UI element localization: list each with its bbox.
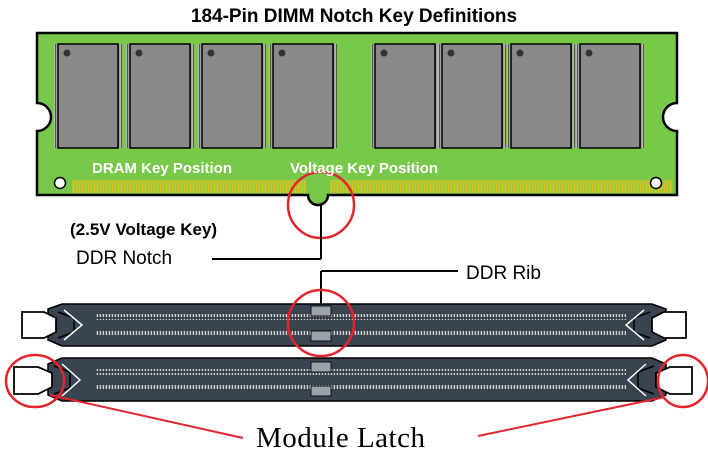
ddr-rib-key [310, 330, 332, 342]
voltage-key-label: Voltage Key Position [290, 160, 439, 177]
mount-hole-right [649, 176, 663, 190]
latch-leader-right [477, 396, 666, 437]
dimm-module [35, 31, 679, 207]
dram-chip [126, 43, 194, 149]
dram-chip [198, 43, 266, 149]
latch-highlight-right [656, 353, 708, 409]
dram-chip [438, 43, 506, 149]
ddr-rib-key [310, 385, 332, 397]
latch-right [626, 363, 693, 397]
dram-chip [576, 43, 644, 149]
dram-chip [54, 43, 122, 149]
ddr-notch-callout: DDR Notch [76, 248, 173, 269]
dram-chip [507, 43, 575, 149]
dimm-slot-2 [13, 357, 693, 402]
ddr-rib-key [310, 305, 332, 317]
dram-chip [269, 43, 337, 149]
gold-contacts-right [330, 180, 672, 193]
dram-key-label: DRAM Key Position [92, 160, 233, 177]
diagram-title: 184-Pin DIMM Notch Key Definitions [190, 6, 518, 27]
ddr-rib-key [310, 361, 332, 373]
latch-right [624, 309, 687, 341]
latch-highlight-left [4, 353, 66, 409]
rib-highlight-circle [286, 288, 356, 358]
dram-chip [371, 43, 439, 149]
latch-left [21, 309, 84, 341]
dimm-slot-1 [21, 303, 687, 347]
gold-contacts-left [72, 180, 306, 193]
ddr-rib-callout: DDR Rib [466, 263, 541, 284]
dram-chips-right [371, 43, 644, 149]
module-latch-callout: Module Latch [256, 422, 426, 454]
voltage-key-callout: (2.5V Voltage Key) [70, 220, 218, 239]
dram-chips-left [54, 43, 337, 149]
mount-hole-left [53, 176, 67, 190]
latch-leader-left [49, 394, 244, 439]
